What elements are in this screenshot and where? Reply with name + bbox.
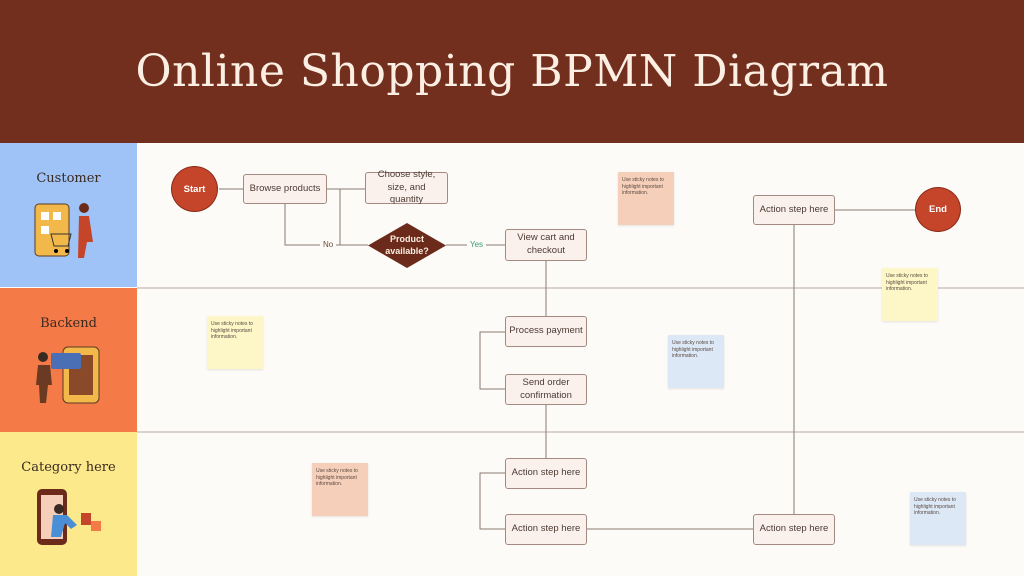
task-choose-style[interactable]: Choose style, size, and quantity [365,169,448,205]
page-title: Online Shopping BPMN Diagram [135,46,889,97]
sticky-note[interactable]: Use sticky notes to highlight important … [910,492,966,545]
sticky-note[interactable]: Use sticky notes to highlight important … [882,268,938,321]
label-no: No [320,240,337,249]
sticky-note[interactable]: Use sticky notes to highlight important … [668,335,724,388]
gateway-product-available[interactable]: Product available? [367,222,447,269]
sticky-note[interactable]: Use sticky notes to highlight important … [618,172,674,225]
shopper-illustration-icon [34,203,93,258]
lane-label: Customer [36,171,101,186]
mobile-shopping-illustration-icon [36,489,101,545]
task-view-cart[interactable]: View cart and checkout [505,229,587,261]
task-action-step[interactable]: Action step here [505,514,587,545]
sticky-note[interactable]: Use sticky notes to highlight important … [312,463,368,516]
task-action-step[interactable]: Action step here [505,458,587,489]
connector [339,189,368,246]
label-yes: Yes [467,240,487,249]
lane-customer: Customer [0,143,137,287]
start-event[interactable]: Start [171,166,218,212]
task-action-step[interactable]: Action step here [753,195,835,225]
diamond-icon [368,223,446,268]
header: Online Shopping BPMN Diagram [0,0,1024,143]
payment-illustration-icon [35,346,99,404]
connector [284,204,368,246]
task-browse-products[interactable]: Browse products [243,174,327,204]
task-action-step[interactable]: Action step here [753,514,835,545]
lane-backend: Backend [0,288,137,432]
gateway-label: Product available? [385,233,429,256]
lane-label: Category here [21,460,116,475]
lane-category: Category here [0,432,137,576]
sticky-note[interactable]: Use sticky notes to highlight important … [207,316,263,369]
connector [479,472,505,530]
lane-label: Backend [40,316,97,331]
task-process-payment[interactable]: Process payment [505,316,587,347]
task-send-order[interactable]: Send order confirmation [505,374,587,405]
end-event[interactable]: End [915,187,961,232]
connector [479,331,505,390]
